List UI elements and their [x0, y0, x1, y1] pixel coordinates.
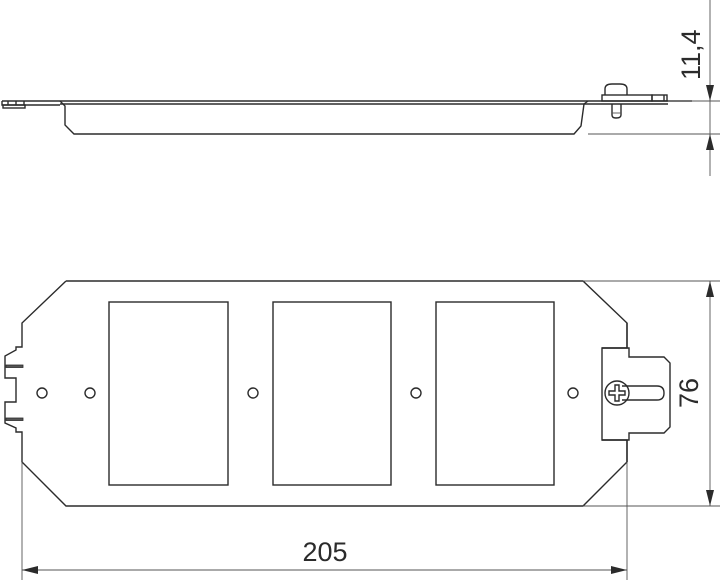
side-view [1, 83, 692, 135]
mounting-hole [567, 387, 579, 399]
side-view-clamp [601, 94, 653, 102]
arrow-down-icon [706, 85, 714, 101]
screw-clamp [602, 347, 671, 441]
dimension-width-label: 76 [674, 378, 704, 408]
side-view-screw-head [604, 83, 628, 95]
mounting-hole [84, 387, 96, 399]
side-view-pan [59, 100, 589, 135]
arrow-right-icon [611, 566, 627, 574]
mounting-hole [410, 387, 422, 399]
side-view-left-tab-lip [2, 104, 26, 109]
clamp-slot [622, 385, 665, 401]
dimension-length-label: 205 [302, 537, 347, 567]
arrow-up-icon [706, 134, 714, 150]
arrow-down-icon [706, 490, 714, 506]
dimension-height-label: 11,4 [676, 29, 706, 80]
dimension-width: 76 [583, 280, 720, 507]
tab-slot [5, 364, 24, 368]
side-view-screw-shank [611, 104, 622, 119]
mounting-hole [36, 387, 48, 399]
cutout-2 [272, 301, 392, 486]
arrow-left-icon [22, 566, 38, 574]
dimension-length: 205 [21, 462, 628, 580]
tab-slot [5, 417, 24, 421]
arrow-up-icon [706, 281, 714, 297]
cutout-1 [108, 301, 229, 486]
mounting-hole [247, 387, 259, 399]
phillips-screw-icon [604, 380, 630, 406]
cutout-3 [435, 301, 555, 486]
plate-outline [4, 280, 628, 507]
dimension-height: 11,4 [588, 0, 720, 176]
top-view [4, 280, 671, 507]
